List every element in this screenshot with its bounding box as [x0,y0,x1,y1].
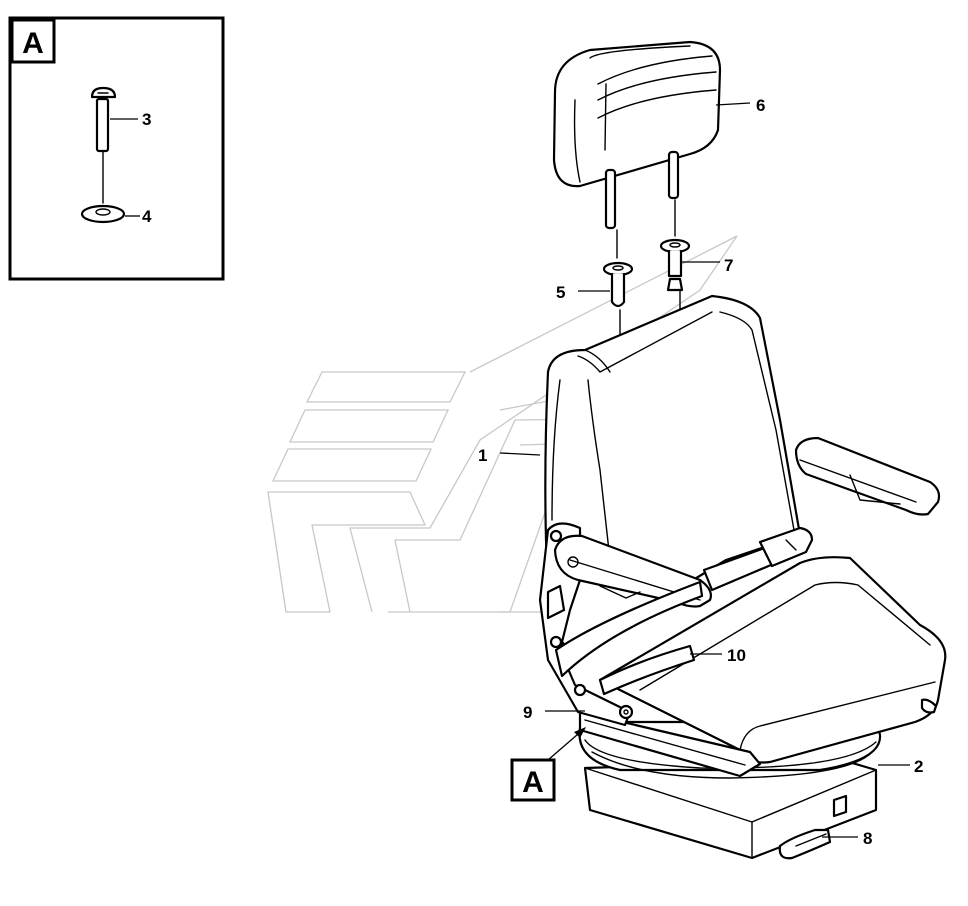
headrest [552,40,722,230]
callout-2: 2 [914,757,923,776]
seat-cushion [578,556,947,778]
washer-part [80,204,126,224]
screw-part [90,86,117,153]
callout-8: 8 [863,829,872,848]
section-marker-a: A [510,727,586,802]
left-armrest [553,534,712,608]
callout-10: 10 [727,646,746,665]
section-marker-label: A [522,766,544,799]
seat-belt [554,526,814,696]
callout-3: 3 [142,110,151,129]
callout-4: 4 [142,207,152,226]
guide-sleeve-5 [602,261,634,308]
callout-9: 9 [523,703,532,722]
guide-sleeve-7 [659,238,691,292]
callout-7: 7 [724,256,733,275]
detail-view-label: A [22,27,44,60]
detail-view-a: A 3 4 [8,16,225,281]
right-armrest [794,436,941,516]
callout-1: 1 [478,446,487,465]
callout-6: 6 [756,96,765,115]
callout-5: 5 [556,283,565,302]
adjust-lever [778,828,832,860]
